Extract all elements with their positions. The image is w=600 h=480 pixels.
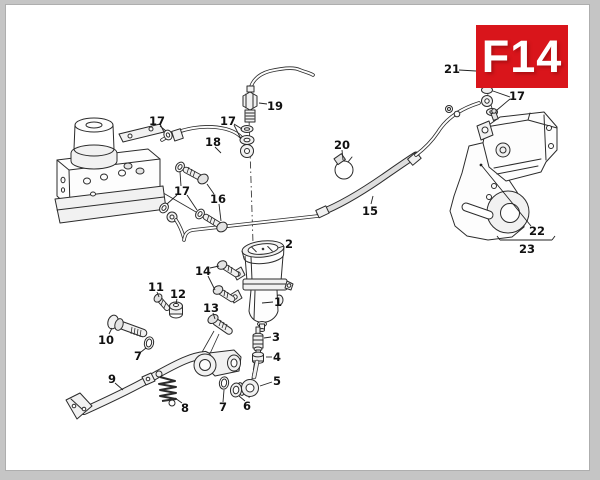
leader-line — [222, 389, 225, 403]
part-label-1: 1 — [274, 295, 282, 309]
leader-line — [159, 125, 167, 132]
leader-line — [258, 102, 268, 105]
leader-line — [481, 165, 532, 227]
part-label-20: 20 — [334, 138, 350, 152]
part-label-22: 22 — [529, 224, 545, 238]
leader-line — [370, 195, 374, 205]
leader-line — [207, 275, 216, 291]
leader-line — [214, 146, 222, 154]
part-label-9: 9 — [108, 372, 116, 386]
part-label-4: 4 — [273, 350, 281, 364]
leader-line — [496, 235, 501, 241]
leader-line — [492, 90, 511, 98]
leader-line — [218, 203, 222, 222]
washer-6 — [229, 382, 243, 398]
part-label-7: 7 — [219, 400, 227, 414]
leader-line — [238, 395, 246, 402]
fitting-19 — [239, 66, 315, 158]
nut-4 — [252, 351, 264, 364]
part-label-15: 15 — [362, 204, 378, 218]
leader-line — [108, 327, 113, 335]
part-label-17: 17 — [220, 114, 236, 128]
part-label-17: 17 — [509, 89, 525, 103]
o-ring-7b — [218, 376, 230, 390]
leader-line — [233, 123, 243, 130]
leader-line — [156, 291, 160, 298]
leader-line — [212, 312, 216, 320]
washer-17g — [195, 208, 205, 220]
leader-line — [341, 149, 344, 161]
leader-line — [114, 382, 124, 391]
part-label-19: 19 — [267, 99, 283, 113]
leader-dot — [479, 163, 483, 167]
brake-caliper — [445, 105, 558, 182]
leader-line — [179, 171, 182, 187]
caliper-bracket — [449, 141, 530, 241]
washer-17h — [175, 161, 185, 173]
leader-line — [209, 265, 220, 269]
leader-line — [233, 124, 242, 140]
pivot-bolt-10 — [107, 314, 148, 338]
part-label-18: 18 — [205, 135, 221, 149]
reservoir-cap-2 — [241, 240, 285, 265]
leader-line — [186, 194, 198, 211]
o-ring-7a — [143, 336, 155, 350]
part-label-2: 2 — [285, 237, 293, 251]
page-code: F14 — [481, 30, 563, 82]
part-label-6: 6 — [243, 399, 251, 413]
part-label-3: 3 — [272, 330, 280, 344]
brake-pedal-9 — [65, 350, 217, 420]
leader-line — [174, 397, 183, 404]
part-label-21: 21 — [444, 62, 460, 76]
master-cylinder — [212, 240, 294, 332]
part-label-17: 17 — [149, 114, 165, 128]
bolt-16a — [182, 166, 209, 185]
leader-line — [206, 183, 215, 195]
leader-line — [166, 194, 178, 205]
bolt-11 — [153, 293, 170, 311]
hose-clamp-20 — [333, 153, 354, 180]
part-label-7: 7 — [134, 349, 142, 363]
labels-layer: 19 17 18 21 17 20 15 22 23 17 16 17 2 14 1 13 3 4 5 6 7 11 12 1… — [98, 62, 556, 415]
page-code-badge: F14 — [476, 25, 568, 88]
leader-line — [496, 98, 511, 111]
bushing-12 — [169, 301, 183, 319]
leader-line — [140, 347, 147, 353]
part-label-10: 10 — [98, 333, 114, 347]
leader-line — [277, 245, 285, 249]
bolt-16b — [202, 213, 228, 233]
part-label-8: 8 — [181, 401, 189, 415]
leader-line — [263, 336, 272, 339]
leader-line — [175, 298, 178, 305]
leader-line — [458, 69, 477, 72]
bolt-14a — [216, 260, 240, 278]
part-label-14: 14 — [195, 264, 211, 278]
bolt-13 — [207, 313, 233, 335]
union-washer-17a — [163, 129, 173, 141]
part-label-17: 17 — [174, 184, 190, 198]
return-spring-8 — [155, 370, 177, 407]
part-label-11: 11 — [148, 280, 164, 294]
leader-line — [259, 381, 273, 387]
bolt-14b — [212, 285, 236, 303]
part-label-12: 12 — [170, 287, 186, 301]
part-label-5: 5 — [273, 374, 281, 388]
part-label-13: 13 — [203, 301, 219, 315]
part-label-16: 16 — [210, 192, 226, 206]
part-label-23: 23 — [519, 242, 535, 256]
abs-hydraulic-unit — [54, 117, 167, 224]
leader-line — [261, 301, 274, 304]
leader-line — [551, 235, 556, 241]
